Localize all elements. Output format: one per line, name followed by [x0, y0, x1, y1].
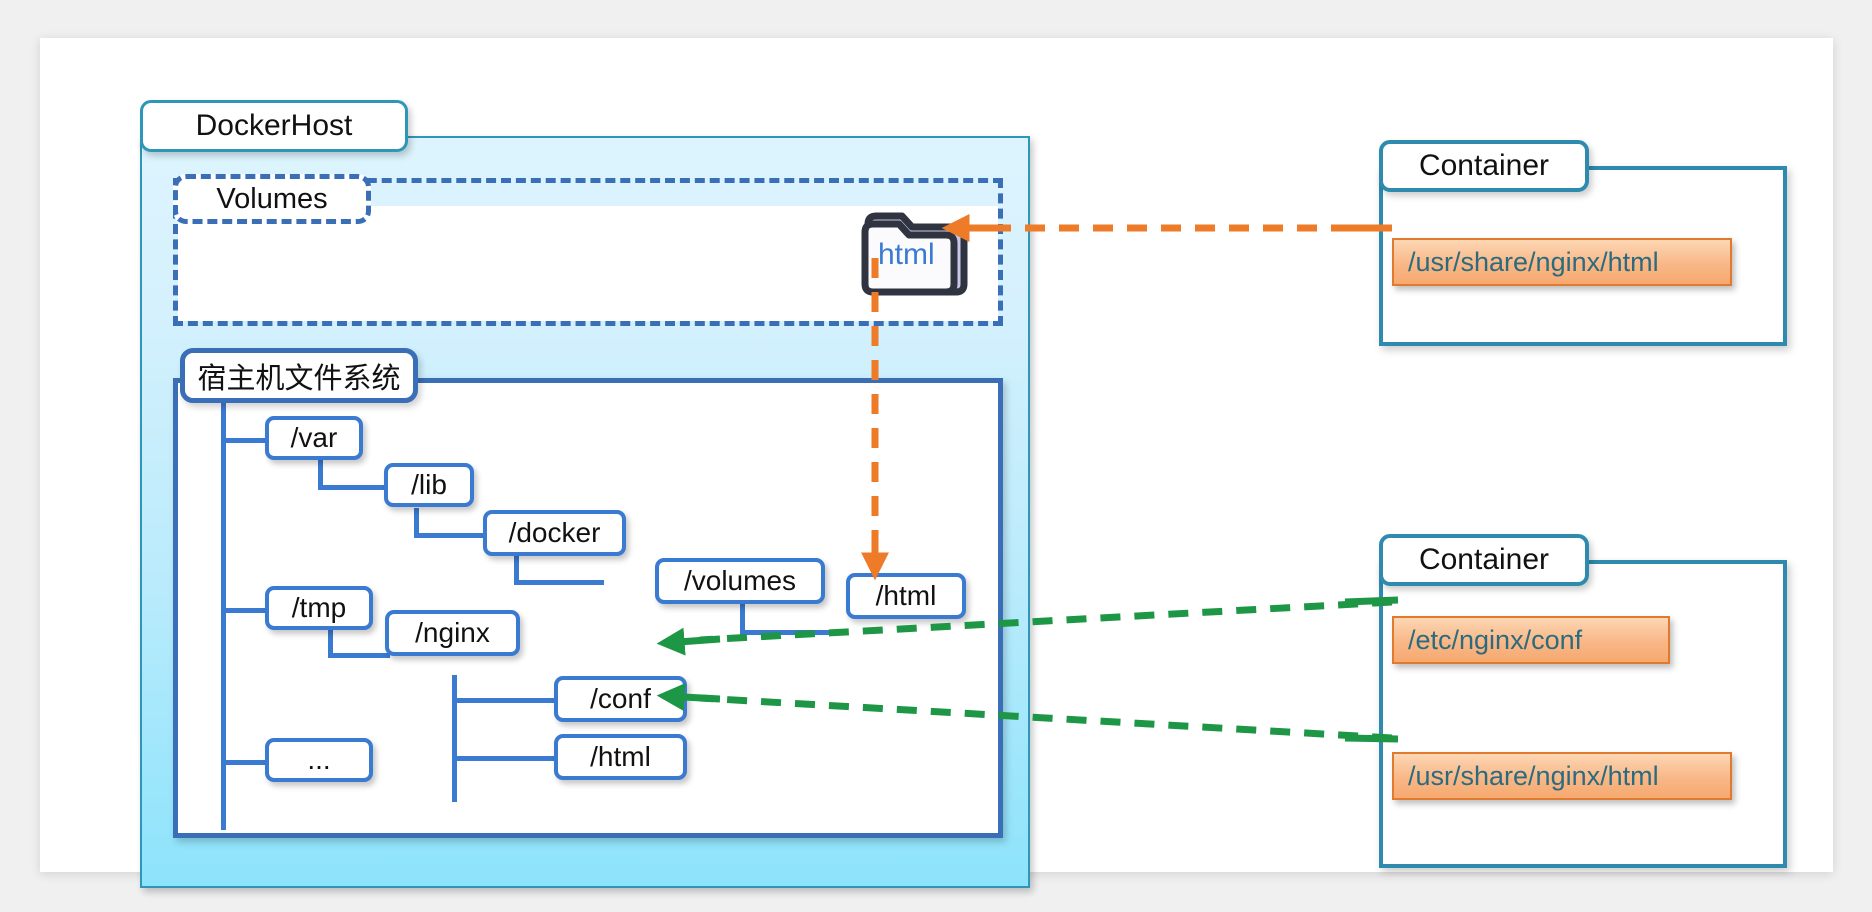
tree-node-label: /html	[875, 580, 937, 611]
tree-node-label: /conf	[590, 683, 651, 714]
container-title: Container	[1418, 543, 1550, 576]
tree-link-var-lib-v	[318, 460, 323, 488]
tree-link-ellipsis	[221, 760, 266, 765]
tree-link-tmp	[221, 608, 266, 613]
folder-icon[interactable]	[858, 210, 976, 298]
host-filesystem-title-tab: 宿主机文件系统	[180, 348, 418, 403]
volumes-title: Volumes	[216, 182, 328, 215]
tree-node-label: /html	[590, 741, 651, 772]
tree-link-nginx-conf	[452, 698, 555, 703]
diagram-canvas: /var /lib /docker /volumes /html /tmp /n…	[40, 38, 1833, 888]
volumes-region	[173, 178, 1003, 326]
tree-link-volumes-html-v	[740, 603, 745, 633]
folder-icon-label: html	[878, 238, 935, 271]
tree-link-var-lib-h	[318, 485, 384, 490]
tree-node-ellipsis[interactable]: ...	[265, 738, 373, 782]
tree-link-docker-volumes-h	[514, 580, 604, 585]
container-bottom-box	[1379, 560, 1787, 868]
mount-path-usr-share-nginx-html-top[interactable]: /usr/share/nginx/html	[1392, 238, 1732, 286]
tree-link-docker-volumes-v	[514, 555, 519, 583]
tree-link-volumes-html-h	[740, 630, 848, 635]
host-filesystem-title: 宿主机文件系统	[197, 362, 401, 395]
volumes-region-fill	[178, 206, 998, 321]
tree-link-tmp-nginx-h	[328, 653, 390, 658]
tree-node-label: /volumes	[683, 565, 797, 596]
container-bottom-title-tab: Container	[1379, 534, 1589, 586]
tree-link-tmp-nginx-v	[328, 630, 333, 656]
tree-node-label: /var	[290, 422, 338, 453]
tree-link-nginx-html	[452, 756, 555, 761]
tree-node-docker[interactable]: /docker	[483, 510, 626, 556]
tree-node-var[interactable]: /var	[265, 416, 363, 460]
tree-node-html-tmp[interactable]: /html	[554, 734, 687, 780]
tree-node-label: ...	[307, 744, 331, 775]
tree-node-label: /tmp	[291, 592, 347, 623]
container-top-title-tab: Container	[1379, 140, 1589, 192]
tree-node-tmp[interactable]: /tmp	[265, 586, 373, 630]
docker-host-title: DockerHost	[195, 109, 353, 142]
mount-path-usr-share-nginx-html-bottom[interactable]: /usr/share/nginx/html	[1392, 752, 1732, 800]
tree-node-html-volume[interactable]: /html	[846, 573, 966, 619]
tree-node-nginx[interactable]: /nginx	[385, 610, 520, 656]
tree-link-lib-docker-h	[414, 533, 484, 538]
container-title: Container	[1418, 149, 1550, 182]
tree-node-conf[interactable]: /conf	[554, 676, 687, 722]
mount-path-label: /usr/share/nginx/html	[1408, 246, 1659, 277]
mount-path-etc-nginx-conf[interactable]: /etc/nginx/conf	[1392, 616, 1670, 664]
tree-node-label: /docker	[508, 517, 601, 548]
tree-spine	[221, 400, 226, 830]
tree-link-var	[221, 438, 266, 443]
tree-node-label: /nginx	[415, 617, 490, 648]
tree-node-label: /lib	[411, 469, 447, 500]
docker-host-title-tab: DockerHost	[140, 100, 408, 152]
tree-link-nginx-spine	[452, 675, 457, 802]
tree-link-lib-docker-v	[414, 508, 419, 536]
tree-node-lib[interactable]: /lib	[384, 463, 474, 507]
mount-path-label: /etc/nginx/conf	[1408, 624, 1583, 655]
volumes-title-tab: Volumes	[173, 174, 371, 224]
mount-path-label: /usr/share/nginx/html	[1408, 760, 1659, 791]
tree-node-volumes[interactable]: /volumes	[655, 558, 825, 604]
